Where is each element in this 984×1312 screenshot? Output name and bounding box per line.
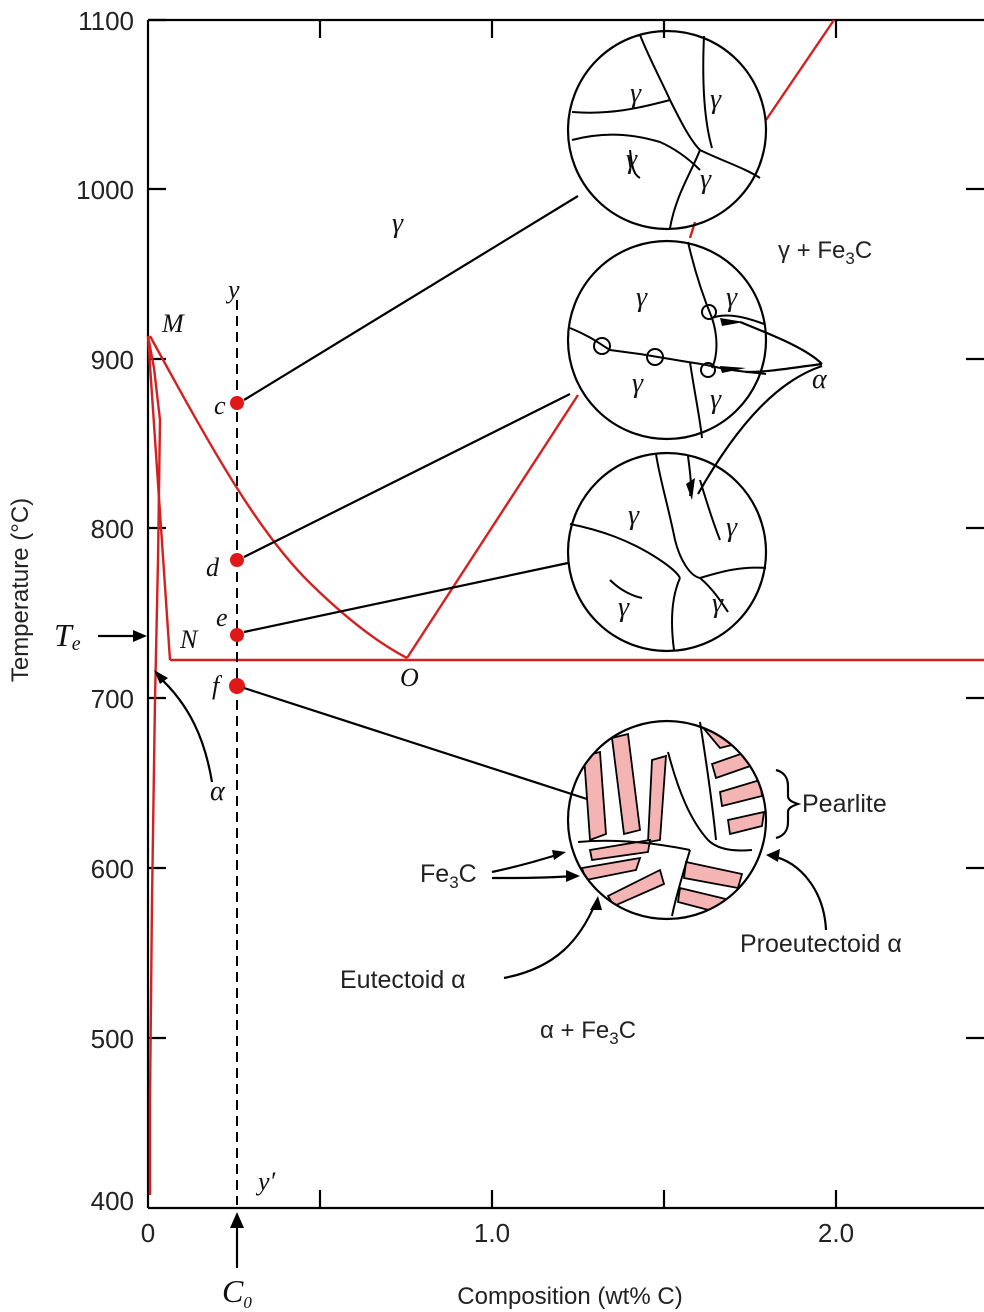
grain-gamma-2b: γ (726, 282, 738, 313)
grain-gamma-2c: γ (632, 368, 644, 399)
x-tick-1: 1.0 (474, 1218, 510, 1248)
x-tick-0: 0 (141, 1218, 155, 1248)
microstructure-circle-2: γ γ γ γ (566, 239, 823, 495)
microstructure-circle-3: γ γ γ γ (566, 451, 768, 653)
point-e (230, 628, 244, 642)
grain-gamma-3b: γ (726, 512, 738, 543)
proeutectoid-arrow (766, 849, 828, 931)
point-f (229, 678, 245, 694)
fe3c-arrows (491, 850, 580, 882)
label-e: e (216, 603, 228, 632)
y-tick-600: 600 (91, 854, 134, 884)
plot-frame (146, 18, 984, 1210)
y-tick-700: 700 (91, 684, 134, 714)
label-alpha-right: α (812, 364, 828, 395)
leader-lines (154, 195, 591, 802)
red-points (229, 396, 245, 694)
te-label: T (54, 617, 74, 653)
grain-gamma-3c: γ (618, 592, 630, 623)
label-M: M (161, 309, 185, 338)
svg-text:C0: C0 (222, 1273, 252, 1312)
grain-gamma-1b: γ (710, 84, 722, 115)
eutectoid-arrow (503, 896, 602, 980)
label-c: c (214, 391, 226, 420)
grain-gamma-2a: γ (636, 282, 648, 313)
alpha-solvus-line (146, 335, 162, 1195)
alpha-gamma-line (146, 335, 172, 661)
c0-label: C (222, 1273, 244, 1309)
label-y-prime: y′ (255, 1167, 276, 1196)
x-axis-title: Composition (wt% C) (457, 1283, 682, 1310)
y-tick-1000: 1000 (76, 175, 134, 205)
region-alpha-fe3c: α + Fe3C (540, 1017, 636, 1048)
gamma-upper-line (148, 335, 408, 660)
grain-gamma-1c: γ (626, 144, 638, 175)
label-alpha-left: α (210, 776, 226, 807)
grain-gamma-2d: γ (710, 384, 722, 415)
y-tick-400: 400 (91, 1186, 134, 1216)
x-tick-2: 2.0 (818, 1218, 854, 1248)
te-sub: e (72, 633, 81, 655)
y-tick-500: 500 (91, 1024, 134, 1054)
label-O: O (400, 663, 419, 692)
grain-gamma-1d: γ (700, 164, 712, 195)
microstructure-circle-1: γ γ γ γ (566, 29, 768, 231)
point-c (230, 396, 244, 410)
svg-text:Te: Te (54, 617, 81, 655)
label-eutectoid: Eutectoid α (340, 966, 466, 994)
label-y: y (225, 275, 240, 304)
label-fe3c: Fe3C (420, 860, 477, 892)
label-d: d (206, 553, 220, 582)
acm-line (405, 19, 835, 659)
label-pearlite: Pearlite (802, 790, 887, 818)
point-d (230, 553, 244, 567)
region-gamma: γ (392, 208, 404, 239)
y-tick-1100: 1100 (78, 6, 134, 36)
y-axis-title: Temperature (°C) (7, 498, 34, 682)
microstructure-circle-4 (566, 719, 802, 921)
region-gamma-fe3c: γ + Fe3C (778, 237, 872, 268)
c0-sub: 0 (243, 1293, 252, 1312)
te-marker: Te (54, 617, 147, 655)
y-ticks (148, 18, 984, 1040)
grain-gamma-1a: γ (630, 78, 642, 109)
label-N: N (179, 625, 199, 654)
y-tick-900: 900 (91, 345, 134, 375)
label-f: f (212, 671, 223, 700)
x-ticks (318, 20, 838, 1208)
grain-gamma-3d: γ (712, 588, 724, 619)
grain-gamma-3a: γ (628, 500, 640, 531)
y-tick-800: 800 (91, 514, 134, 544)
c0-marker: C0 (222, 1212, 252, 1312)
label-proeutectoid: Proeutectoid α (740, 930, 902, 958)
